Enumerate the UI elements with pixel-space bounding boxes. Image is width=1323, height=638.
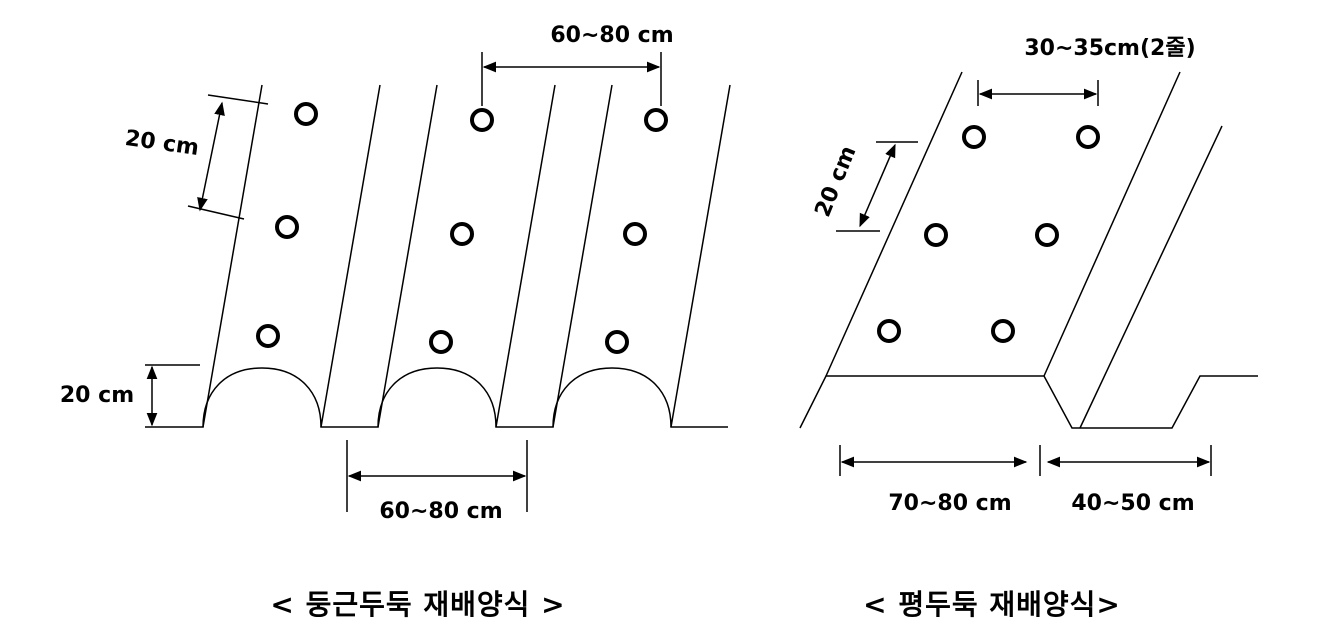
- round-ridge-slant-lines: [202, 84, 731, 428]
- plant-marker: [623, 222, 647, 246]
- furrow-width-dimension: [1046, 445, 1212, 476]
- plant-marker: [256, 324, 280, 348]
- bottom-spacing-label: 60~80 cm: [379, 499, 502, 524]
- flat-ridge-diagram: 30~35cm(2줄) 20 cm 70~80 cm 40~50 cm < 평두…: [799, 36, 1258, 621]
- ridge-height-dimension: [145, 364, 200, 427]
- plant-marker: [1035, 223, 1059, 247]
- furrow-width-label: 40~50 cm: [1071, 491, 1194, 516]
- plant-marker: [924, 223, 948, 247]
- row-spacing-label: 30~35cm(2줄): [1024, 36, 1195, 61]
- flat-ridge-profile: [799, 375, 1258, 429]
- plant-marker: [605, 330, 629, 354]
- flat-plant-spacing-dimension: [836, 141, 918, 232]
- plant-marker: [877, 319, 901, 343]
- plant-marker: [429, 330, 453, 354]
- row-spacing-dimension: [977, 80, 1099, 106]
- plant-marker: [450, 222, 474, 246]
- plant-marker: [294, 102, 318, 126]
- round-ridge-plants: [256, 102, 668, 354]
- round-ridge-profile: [145, 367, 728, 428]
- round-ridge-diagram: 60~80 cm 20 cm 20 cm 60~80 cm < 둥근두둑 재배양…: [60, 23, 731, 621]
- bed-width-label: 70~80 cm: [888, 491, 1011, 516]
- top-spacing-dimension: [481, 52, 662, 106]
- plant-marker: [1076, 125, 1100, 149]
- top-spacing-label: 60~80 cm: [550, 23, 673, 48]
- flat-ridge-caption: < 평두둑 재배양식>: [863, 588, 1121, 621]
- plant-spacing-label: 20 cm: [123, 126, 200, 161]
- round-ridge-caption: < 둥근두둑 재배양식 >: [270, 588, 565, 621]
- flat-ridge-slant-lines: [825, 71, 1223, 429]
- plant-marker: [962, 125, 986, 149]
- flat-plant-spacing-label: 20 cm: [810, 142, 861, 220]
- plant-marker: [275, 215, 299, 239]
- flat-ridge-plants: [877, 125, 1100, 343]
- bottom-spacing-dimension: [346, 440, 528, 512]
- bed-width-dimension: [839, 445, 1041, 476]
- ridge-height-label: 20 cm: [60, 383, 134, 408]
- plant-spacing-dimension: [187, 94, 269, 220]
- plant-marker: [644, 108, 668, 132]
- plant-marker: [991, 319, 1015, 343]
- plant-marker: [470, 108, 494, 132]
